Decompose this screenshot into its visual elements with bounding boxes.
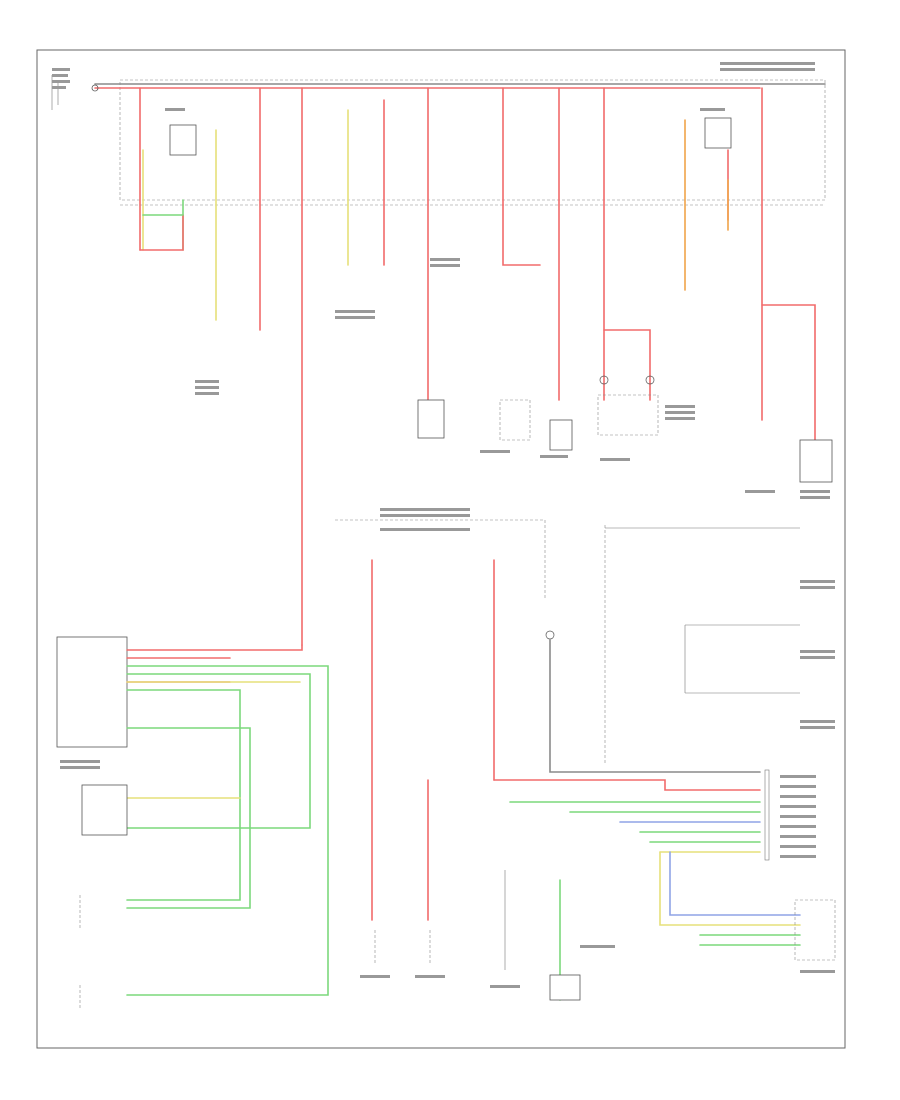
load-components xyxy=(417,375,833,483)
mid-drops xyxy=(371,559,761,921)
component-box-1 xyxy=(417,399,445,439)
right-connector xyxy=(764,769,816,861)
mid-section-header xyxy=(335,508,546,600)
left-module-wires xyxy=(126,644,329,996)
illegible-labels xyxy=(52,62,830,499)
right-signal-lines xyxy=(509,801,801,946)
power-distribution-center xyxy=(119,79,826,201)
fuse-drops xyxy=(139,87,763,646)
bottom-components xyxy=(360,870,615,1001)
left-small-components xyxy=(79,784,128,1010)
left-control-module xyxy=(56,636,128,769)
component-box-3 xyxy=(799,439,833,483)
diagram-frame xyxy=(36,49,846,1049)
main-power-bus xyxy=(94,83,826,89)
right-dashed-modules xyxy=(604,525,836,973)
pdc-relays xyxy=(169,117,732,156)
top-branches xyxy=(139,179,816,441)
component-box-2 xyxy=(549,419,573,451)
